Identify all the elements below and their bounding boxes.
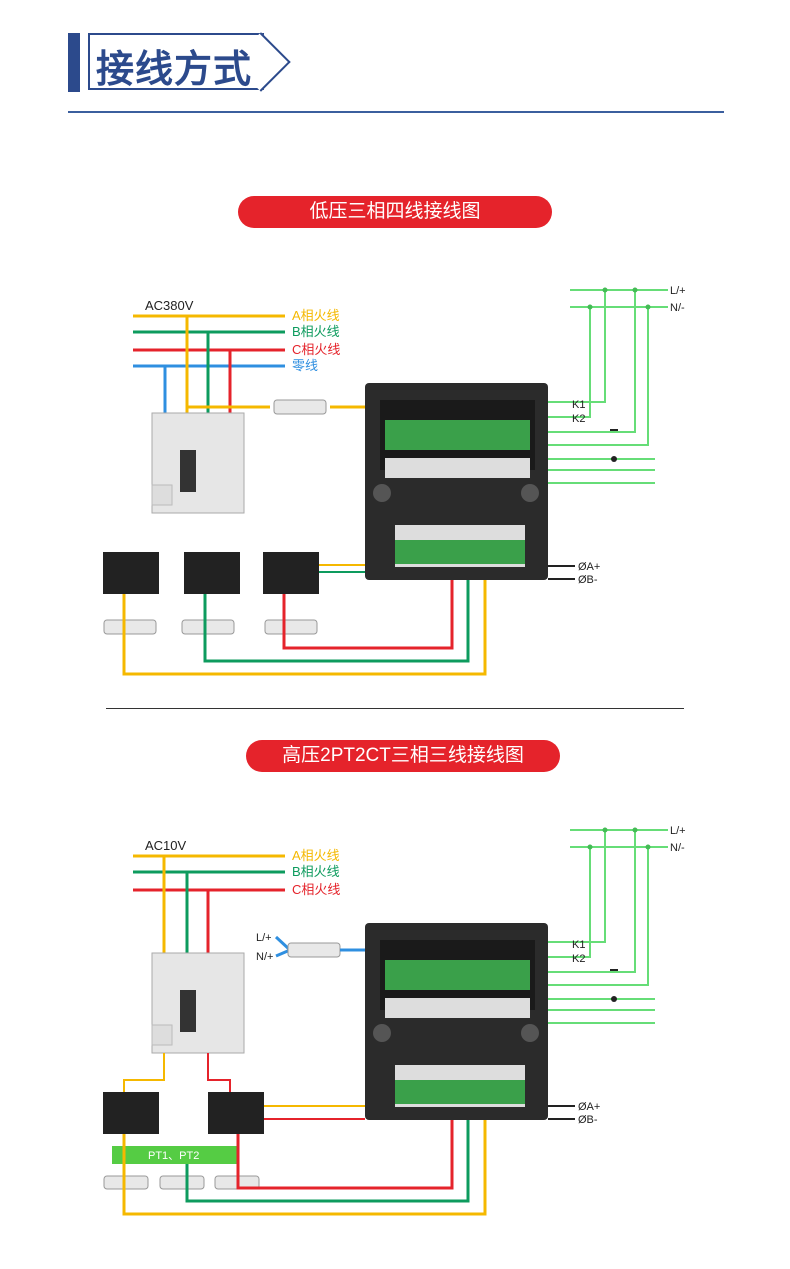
line-b-label: B相火线 (292, 324, 340, 339)
alarm-icon (611, 456, 617, 462)
relay-label-k1: K1 (572, 939, 585, 951)
section1-title: 低压三相四线接线图 (238, 196, 552, 228)
relay-label-k2: K2 (572, 413, 585, 425)
line-a-label: A相火线 (292, 848, 340, 863)
power-label-n: N/- (670, 842, 685, 854)
fuse-icon (287, 942, 341, 958)
current-transformers (103, 1092, 264, 1134)
comm-label-a: ØA+ (578, 1101, 600, 1113)
header-frame (88, 33, 264, 90)
fuse-icon (273, 399, 327, 415)
power-label-l: L/+ (670, 285, 686, 297)
voltage-label: AC10V (145, 838, 187, 853)
section2-title: 高压2PT2CT三相三线接线图 (246, 740, 560, 772)
header-accent-bar (68, 33, 80, 92)
circuit-breaker (151, 412, 245, 514)
neutral-label: 零线 (292, 358, 318, 373)
aux-label-n: N/+ (256, 951, 273, 963)
line-c-label: C相火线 (292, 342, 340, 357)
low-voltage-wiring-diagram: L/+ N/- K1 K2 AC380V A相火线 B相火线 C相火线 零线 Ø… (103, 285, 686, 676)
alarm-icon (611, 996, 617, 1002)
high-voltage-wiring-diagram: L/+ N/- K1 K2 AC10V A相火线 B相火线 C相火线 L/+ N… (103, 825, 686, 1216)
power-meter (365, 923, 548, 1120)
comm-label-a: ØA+ (578, 561, 600, 573)
power-meter (365, 383, 548, 580)
fuse-row (103, 619, 318, 635)
relay-label-k2: K2 (572, 953, 585, 965)
pt-label: PT1、PT2 (148, 1150, 199, 1162)
power-label-n: N/- (670, 302, 685, 314)
pt-bar (112, 1146, 238, 1164)
current-transformers (103, 552, 319, 594)
relay-label-k1: K1 (572, 399, 585, 411)
comm-label-b: ØB- (578, 574, 598, 586)
line-c-label: C相火线 (292, 882, 340, 897)
aux-power-wires (548, 289, 668, 484)
aux-power-wires (548, 829, 668, 1024)
voltage-label: AC380V (145, 298, 194, 313)
circuit-breaker (151, 952, 245, 1054)
header-divider (68, 111, 724, 113)
power-label-l: L/+ (670, 825, 686, 837)
section-divider (106, 708, 684, 709)
page-title: 接线方式 (96, 49, 253, 91)
line-b-label: B相火线 (292, 864, 340, 879)
fuse-row (103, 1175, 260, 1190)
comm-label-b: ØB- (578, 1114, 598, 1126)
aux-label-l: L/+ (256, 932, 272, 944)
line-a-label: A相火线 (292, 308, 340, 323)
